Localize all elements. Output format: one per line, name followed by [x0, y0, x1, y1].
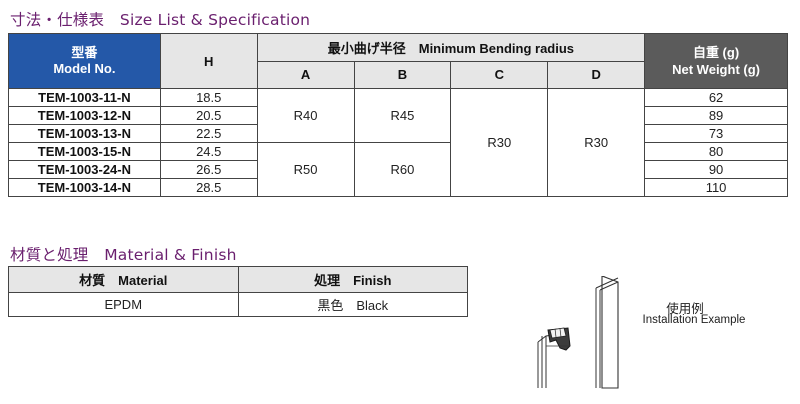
- d-all-cell: R30: [547, 88, 646, 197]
- col-b-header: B: [353, 60, 452, 89]
- table-row: TEM-1003-12-N 20.5 89: [8, 106, 788, 125]
- h-cell: 20.5: [159, 106, 258, 125]
- table-row: EPDM 黒色 Black: [8, 292, 468, 317]
- h-cell: 28.5: [159, 178, 258, 197]
- weight-cell: 90: [644, 160, 788, 179]
- installation-label-en: Installation Example: [642, 314, 746, 326]
- installation-example-illustration: [537, 271, 631, 389]
- b-bottom-cell: R60: [353, 142, 452, 197]
- material-value: EPDM: [8, 292, 239, 317]
- model-cell: TEM-1003-11-N: [8, 88, 161, 107]
- weight-header-ja: 自重 (g): [692, 45, 740, 60]
- bending-radius-header: 最小曲げ半径 Minimum Bending radius: [256, 33, 646, 62]
- finish-header: 処理 Finish: [237, 266, 468, 293]
- size-section-title: 寸法・仕様表 Size List & Specification: [10, 11, 311, 29]
- model-cell: TEM-1003-15-N: [8, 142, 161, 161]
- weight-cell: 89: [644, 106, 788, 125]
- material-finish-table: 材質 Material 処理 Finish EPDM 黒色 Black: [8, 266, 468, 317]
- installation-label-ja: 使用例: [666, 302, 704, 316]
- material-header: 材質 Material: [8, 266, 239, 293]
- c-all-cell: R30: [450, 88, 549, 197]
- h-cell: 22.5: [159, 124, 258, 143]
- table-row: TEM-1003-14-N 28.5 110: [8, 178, 788, 197]
- h-cell: 24.5: [159, 142, 258, 161]
- size-spec-table: 型番 Model No. H 最小曲げ半径 Minimum Bending ra…: [8, 33, 788, 197]
- weight-cell: 110: [644, 178, 788, 197]
- weight-cell: 80: [644, 142, 788, 161]
- weight-cell: 62: [644, 88, 788, 107]
- model-cell: TEM-1003-12-N: [8, 106, 161, 125]
- h-cell: 26.5: [159, 160, 258, 179]
- weight-header: 自重 (g) Net Weight (g): [644, 33, 788, 89]
- col-d-header: D: [547, 60, 646, 89]
- a-bottom-cell: R50: [256, 142, 355, 197]
- a-top-cell: R40: [256, 88, 355, 143]
- finish-value: 黒色 Black: [237, 292, 468, 317]
- table-row: TEM-1003-15-N 24.5 R50 R60 80: [8, 142, 788, 197]
- model-cell: TEM-1003-24-N: [8, 160, 161, 179]
- table-row: TEM-1003-24-N 26.5 90: [8, 160, 788, 179]
- b-top-cell: R45: [353, 88, 452, 143]
- model-cell: TEM-1003-13-N: [8, 124, 161, 143]
- col-a-header: A: [256, 60, 355, 89]
- col-c-header: C: [450, 60, 549, 89]
- h-cell: 18.5: [159, 88, 258, 107]
- model-cell: TEM-1003-14-N: [8, 178, 161, 197]
- model-header-ja: 型番: [71, 45, 98, 60]
- weight-cell: 73: [644, 124, 788, 143]
- installation-example: 使用例 Installation Example: [520, 271, 790, 400]
- table-row: TEM-1003-11-N 18.5 R40 R45 R30 R30 62: [8, 88, 788, 197]
- model-header-en: Model No.: [53, 61, 116, 76]
- model-header: 型番 Model No.: [8, 33, 161, 89]
- material-section-title: 材質と処理 Material & Finish: [10, 246, 237, 264]
- h-header: H: [159, 33, 258, 89]
- weight-header-en: Net Weight (g): [672, 62, 760, 77]
